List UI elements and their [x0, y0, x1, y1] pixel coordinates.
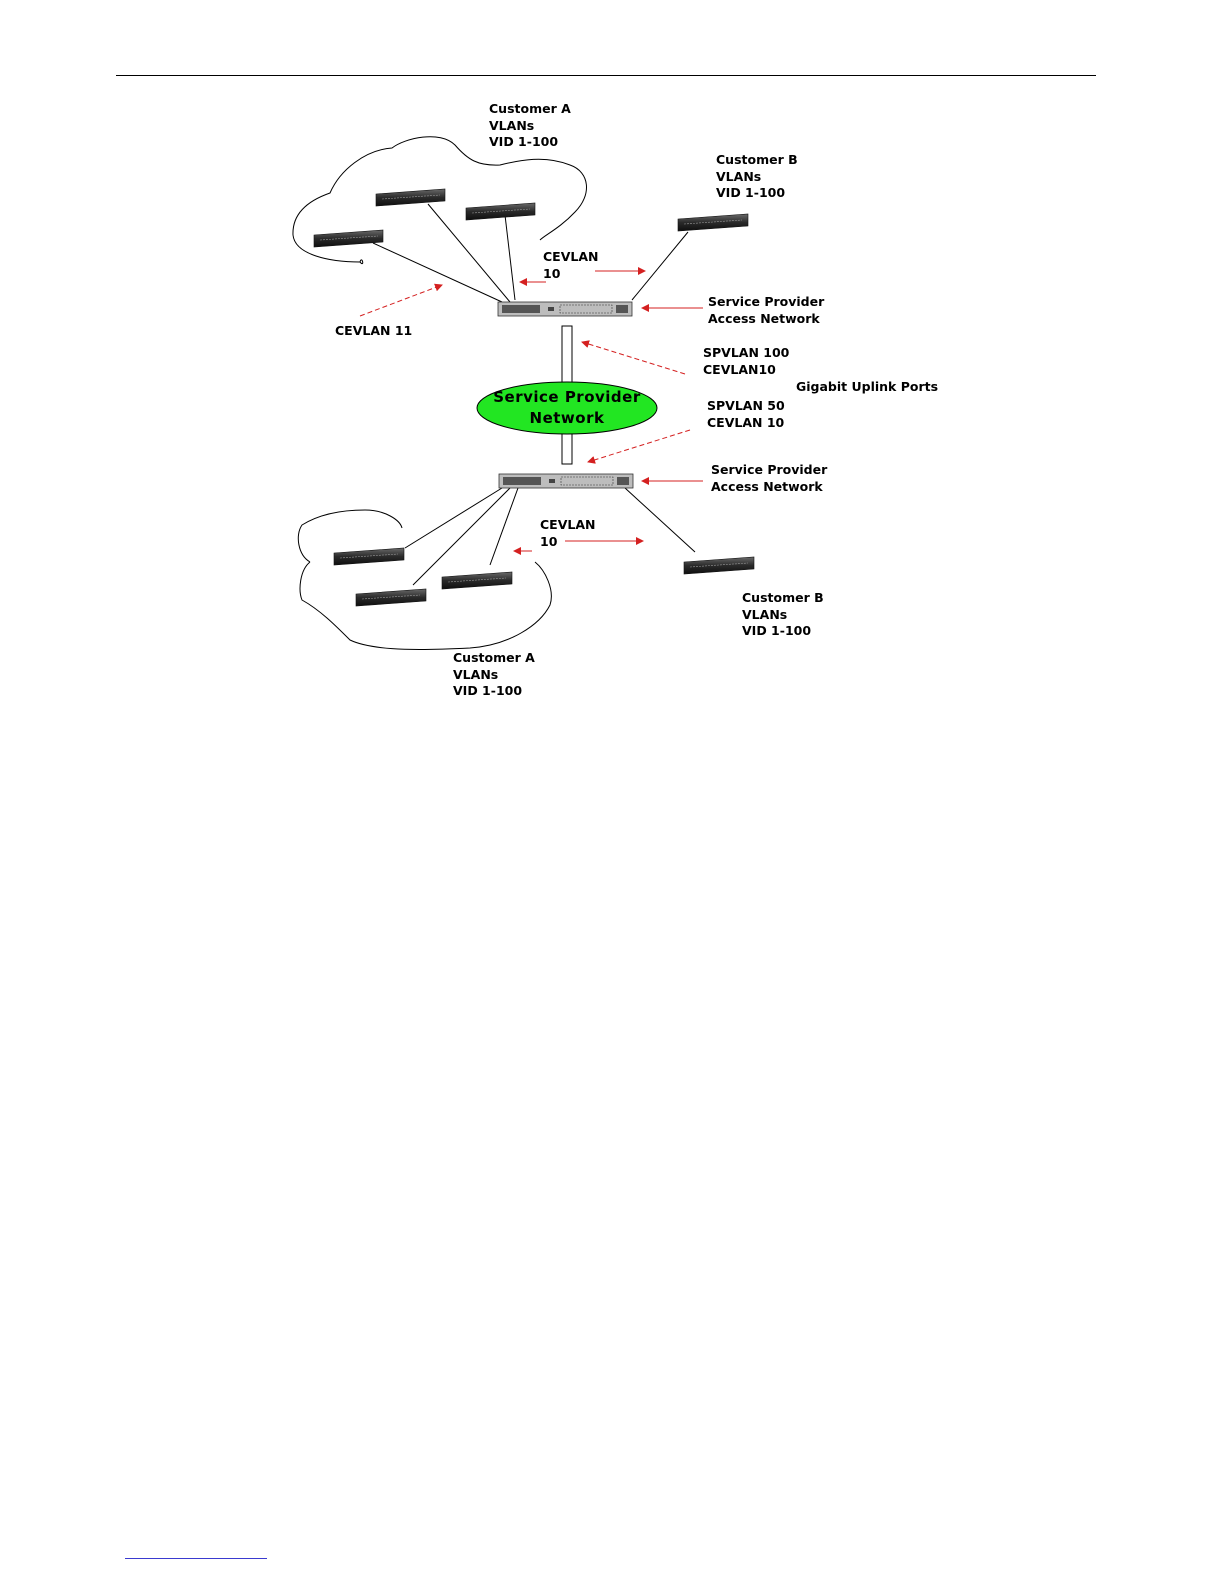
customer-b-switch-bottom	[684, 557, 754, 574]
customer-switch-top-1	[376, 189, 445, 206]
footer-rule	[125, 1558, 267, 1559]
customer-switch-bottom-2	[356, 589, 426, 606]
sp-access-switch-top	[498, 302, 632, 316]
customer-switch-top-2	[466, 203, 535, 220]
cevlan-11-label: CEVLAN 11	[335, 323, 412, 340]
customer-switch-bottom-1	[334, 548, 404, 565]
sp-access-switch-bottom	[499, 474, 633, 488]
customer-switch-bottom-3	[442, 572, 512, 589]
customer-switch-top-3	[314, 230, 383, 247]
gigabit-uplink-label: Gigabit Uplink Ports	[796, 379, 938, 396]
customer-a-cloud-bottom	[298, 510, 551, 650]
customer-b-switch-top	[678, 214, 748, 231]
